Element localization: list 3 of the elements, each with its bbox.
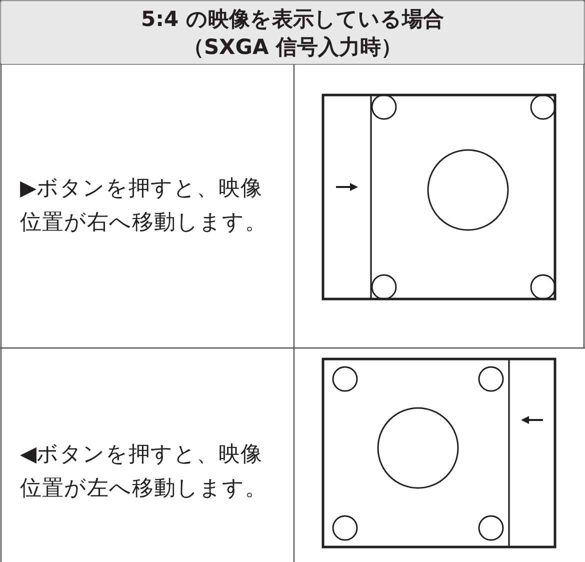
table-header: 5:4 の映像を表示している場合（SXGA 信号入力時） bbox=[1, 1, 584, 64]
instruction-text: ▶ボタンを押すと、映像位置が右へ移動します。 bbox=[20, 175, 268, 237]
instruction-text: ◀ボタンを押すと、映像位置が左へ移動します。 bbox=[20, 441, 268, 503]
